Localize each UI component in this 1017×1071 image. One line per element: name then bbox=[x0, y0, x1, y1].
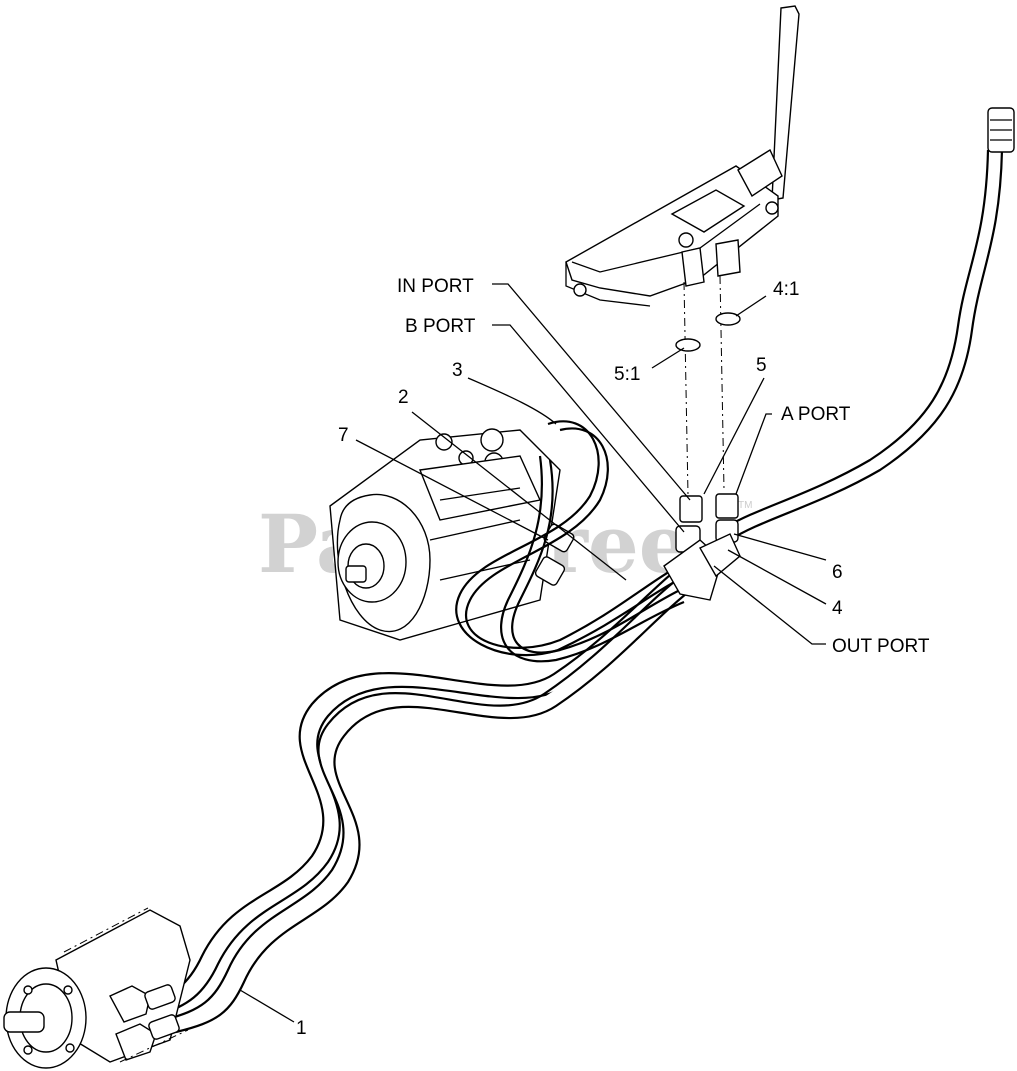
label-part-6: 6 bbox=[832, 562, 843, 583]
bracket-bolt bbox=[765, 201, 779, 215]
fitting-in-port bbox=[679, 495, 703, 523]
label-part-7: 7 bbox=[338, 425, 349, 446]
label-in-port: IN PORT bbox=[397, 276, 474, 297]
label-part-4: 4 bbox=[832, 598, 843, 619]
label-a-port: A PORT bbox=[781, 404, 851, 425]
callout-labels: IN PORT B PORT 3 2 7 5 5:1 4:1 A PORT 6 … bbox=[296, 276, 930, 1039]
label-part-2: 2 bbox=[398, 387, 409, 408]
valve-body bbox=[681, 247, 705, 287]
label-part-5-1: 5:1 bbox=[614, 364, 640, 385]
label-part-4-1: 4:1 bbox=[773, 279, 799, 300]
wheel-motor bbox=[3, 907, 191, 1069]
label-part-3: 3 bbox=[452, 360, 463, 381]
control-valve-assembly bbox=[565, 5, 800, 307]
label-b-port: B PORT bbox=[405, 316, 476, 337]
leader-lines bbox=[239, 283, 827, 1023]
motor-shaft bbox=[3, 1011, 45, 1033]
valve-label-plate bbox=[670, 189, 746, 233]
label-part-1: 1 bbox=[296, 1018, 307, 1039]
return-hose-right bbox=[727, 107, 1015, 541]
hose-bundle bbox=[143, 420, 707, 1034]
label-part-5: 5 bbox=[756, 355, 767, 376]
assembly-line bbox=[683, 281, 689, 496]
valve-body bbox=[715, 239, 741, 277]
watermark-tm: TM bbox=[738, 500, 752, 511]
pump-shaft bbox=[345, 565, 367, 583]
hydraulic-pump bbox=[329, 428, 575, 641]
bracket-bolt bbox=[678, 232, 694, 248]
bracket-bolt bbox=[573, 283, 587, 297]
o-ring-5-1 bbox=[675, 338, 701, 352]
o-ring-4-1 bbox=[715, 312, 741, 326]
lever-mount bbox=[737, 148, 783, 198]
fitting-a-port bbox=[715, 493, 739, 519]
valve-fittings bbox=[663, 493, 741, 601]
label-out-port: OUT PORT bbox=[832, 636, 930, 657]
